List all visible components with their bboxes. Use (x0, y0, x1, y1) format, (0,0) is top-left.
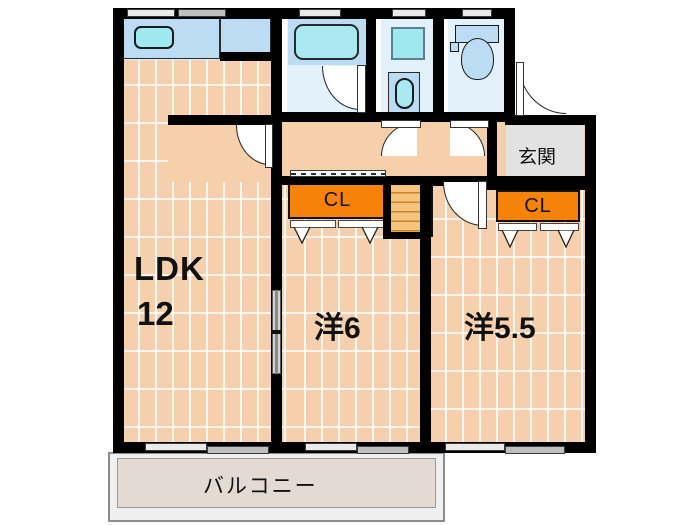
room-6-label: 洋6 (314, 312, 361, 345)
wall-genkan-top (505, 115, 587, 125)
wall-hall-top-3 (441, 112, 515, 122)
wall-genkan-left (487, 115, 497, 190)
door-leaf-toilet[interactable] (450, 120, 489, 128)
room-55-label: 洋5.5 (464, 312, 536, 345)
window-room55-balcony-1[interactable] (305, 443, 357, 451)
window-room6-balcony-1[interactable] (445, 443, 505, 451)
sliding-door-hall-room6[interactable] (290, 170, 386, 177)
ldk-label: LDK (134, 250, 205, 287)
window-bath (299, 9, 341, 17)
entrance-tile (506, 125, 584, 180)
wall-right-outer (585, 115, 596, 453)
toilet-bowl (461, 38, 494, 80)
window-wash (392, 9, 426, 17)
wall-ldk-top (220, 52, 281, 61)
sliding-door-ldk-room6-mid (271, 330, 282, 334)
ldk-size-label: 12 (137, 295, 174, 332)
wall-left-outer (113, 8, 124, 453)
wall-ldk-hall (168, 115, 281, 125)
closet-right-fold-marks (501, 230, 575, 248)
door-leaf-entrance[interactable] (516, 62, 524, 116)
wall-room6-room55 (420, 176, 431, 447)
vanity-mirror (391, 27, 425, 60)
door-leaf-ldk[interactable] (265, 124, 273, 168)
wall-stairs-left (383, 180, 391, 238)
wall-hall-top (281, 112, 373, 122)
door-leaf-washroom[interactable] (381, 120, 421, 128)
wall-stairs-bottom (383, 232, 431, 239)
entrance-label: 玄関 (518, 147, 557, 168)
wall-genkan-bottom (487, 180, 586, 190)
wall-room6-top (281, 176, 431, 185)
door-leaf-room55[interactable] (478, 181, 487, 229)
closet-right[interactable]: CL (496, 190, 580, 222)
wall-wash-right (433, 8, 444, 120)
kitchen-sink-basin (134, 26, 174, 49)
door-swing-entrance[interactable] (518, 62, 566, 114)
balcony-label: バルコニー (203, 475, 318, 498)
ldk-floor (123, 48, 271, 448)
wall-hall-top-2 (373, 112, 441, 122)
wall-bath-right (366, 8, 376, 120)
window-toilet (462, 9, 492, 17)
window-ldk-balcony-1[interactable] (145, 443, 207, 451)
window-kitchen-2 (178, 9, 226, 17)
closet-left[interactable]: CL (288, 182, 387, 219)
window-ldk-balcony-2[interactable] (207, 446, 269, 454)
bathtub (294, 24, 359, 60)
window-room6-balcony-2[interactable] (505, 446, 565, 454)
toilet-flush-lever (450, 42, 459, 52)
door-leaf-bathroom[interactable] (357, 65, 366, 113)
wall-ldk-room6 (271, 122, 282, 447)
window-room55-balcony-2[interactable] (357, 446, 409, 454)
closet-left-fold-marks (293, 227, 379, 245)
wall-toilet-right (504, 8, 515, 120)
wash-basin (395, 78, 414, 109)
balcony-inner (117, 458, 436, 508)
closet-left-door-a[interactable] (290, 220, 336, 228)
wall-bath-left (271, 8, 282, 128)
window-kitchen-1 (127, 9, 175, 17)
